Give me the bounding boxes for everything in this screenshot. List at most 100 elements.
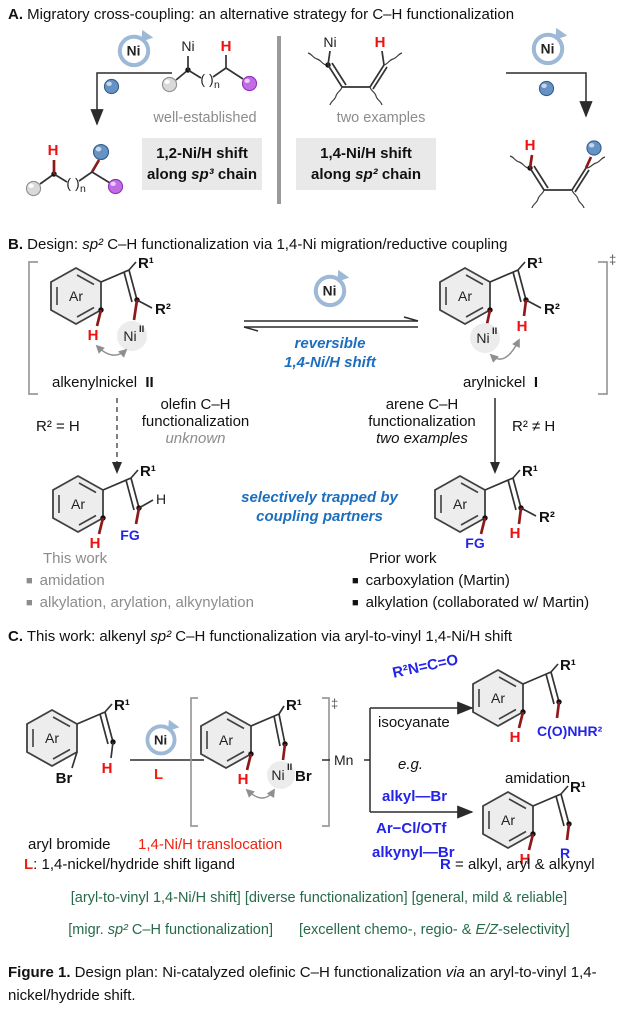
purple-ball-icon xyxy=(241,75,258,92)
label-reversible-shift: reversible 1,4-Ni/H shift xyxy=(284,335,376,371)
ni-label: Ni xyxy=(271,767,284,783)
list-item: ■alkylation, arylation, alkynylation xyxy=(26,592,254,614)
gray-ball-icon xyxy=(25,180,42,197)
structure-alkenylnickel-ii: R¹ R² H Ni II xyxy=(50,255,171,358)
ni-label: Ni xyxy=(123,328,136,344)
h-label: H xyxy=(221,38,232,55)
bracket-right: ‡ xyxy=(598,252,616,395)
transition-state-dagger: ‡ xyxy=(331,696,338,711)
blue-ball-icon xyxy=(103,78,120,95)
box-line1: 1,4-Ni/H shift xyxy=(320,145,412,162)
gray-ball-icon xyxy=(161,76,178,93)
structure-diene-product: H xyxy=(509,137,606,209)
blue-ball-icon xyxy=(92,143,110,161)
repeat-parens: ( ) xyxy=(200,71,213,87)
box-line1: 1,2-Ni/H shift xyxy=(156,145,248,162)
label-alkenylnickel: alkenylnickel II xyxy=(52,374,154,391)
r-label: R xyxy=(560,845,570,861)
condition-r2-neq-h: R² ≠ H xyxy=(512,418,556,435)
label-selectively-trapped: selectively trapped by coupling partners xyxy=(241,489,398,525)
prior-work-title: Prior work xyxy=(369,550,437,567)
label-unknown: unknown xyxy=(165,430,226,447)
list-this-work: This work ■amidation ■alkylation, arylat… xyxy=(26,548,254,614)
label-arene-functionalization: arene C–H functionalization two examples xyxy=(352,396,492,447)
aryl-ring xyxy=(200,711,252,769)
panel-a-title: A. Migratory cross-coupling: an alternat… xyxy=(8,6,515,23)
shift-curved-arrow xyxy=(489,338,520,363)
transition-state-dagger: ‡ xyxy=(609,252,616,267)
r2-label: R² xyxy=(539,509,555,526)
list-item: ■alkylation (collaborated w/ Martin) xyxy=(352,592,589,614)
branch-arrows: Mn xyxy=(322,701,474,819)
aryl-ring xyxy=(472,669,524,727)
reaction-arrow xyxy=(90,72,172,126)
h-label: H xyxy=(510,525,521,542)
fg-label: FG xyxy=(465,535,485,551)
ni-cycle-icon xyxy=(145,718,182,756)
ni-cycle-icon xyxy=(120,30,153,65)
panel-b-title: B. Design: sp² C–H functionalization via… xyxy=(8,236,508,253)
repeat-n: n xyxy=(80,183,86,195)
ni-oxstate-label: II xyxy=(139,324,144,335)
shift-curved-arrow xyxy=(95,344,128,358)
aryl-ring xyxy=(26,709,78,767)
h-label: H xyxy=(525,137,536,154)
aryl-ring xyxy=(439,267,491,325)
r1-label: R¹ xyxy=(570,779,586,796)
structure-product-prior-work: R¹ R² H FG xyxy=(434,463,555,551)
mn-label: Mn xyxy=(334,752,353,768)
r2-label: R² xyxy=(155,301,171,318)
structure-aryl-bromide: R¹ H Br xyxy=(26,697,130,787)
aryl-ring xyxy=(482,791,534,849)
catalyst-arrow-a-left xyxy=(90,28,172,126)
summary-line-2: [migr. sp² C–H functionalization][excell… xyxy=(68,922,570,938)
list-item: ■amidation xyxy=(26,570,254,592)
h-label: H xyxy=(48,142,59,159)
label-olefin-functionalization: olefin C–H functionalization unknown xyxy=(128,396,263,447)
r1-label: R¹ xyxy=(114,697,130,714)
label-amidation: amidation xyxy=(505,770,571,787)
condition-r2-eq-h: R² = H xyxy=(36,418,80,435)
panel-c-title: C. This work: alkenyl sp² C–H functional… xyxy=(8,628,513,645)
r2-label: R² xyxy=(544,301,560,318)
aryl-ring xyxy=(50,267,102,325)
reagent-alkynyl-br: alkynyl—Br xyxy=(372,844,455,861)
ligand-l-label: L xyxy=(154,766,164,783)
equilibrium-arrows xyxy=(243,316,419,332)
purple-ball-icon xyxy=(107,178,124,195)
label-two-examples-b: two examples xyxy=(376,430,468,447)
h-label: H xyxy=(90,535,101,552)
label-eg: e.g. xyxy=(398,756,424,773)
reaction-arrow xyxy=(506,72,593,118)
label-r-definition: R = alkyl, aryl & alkynyl xyxy=(440,856,595,873)
info-box-sp2-shift: 1,4-Ni/H shift along sp² chain xyxy=(296,138,436,190)
ni-oxstate-label: II xyxy=(492,326,497,337)
label-isocyanate: isocyanate xyxy=(378,714,450,731)
label-well-established: well-established xyxy=(153,110,257,126)
br-label: Br xyxy=(56,770,73,787)
shift-curved-arrow xyxy=(245,788,275,799)
r1-label: R¹ xyxy=(527,255,543,272)
label-ligand-definition: L: 1,4-nickel/hydride shift ligand xyxy=(24,856,235,873)
info-box-sp3-shift: 1,2-Ni/H shift along sp³ chain xyxy=(142,138,262,190)
amide-label: C(O)NHR² xyxy=(537,723,603,739)
ni-oxstate-label: II xyxy=(287,762,292,773)
reagent-isocyanate-formula: R²N=C=O xyxy=(390,651,460,682)
bullet-square-icon: ■ xyxy=(352,597,359,609)
h-label: H xyxy=(510,729,521,746)
structure-amidation-product: R¹ H C(O)NHR² xyxy=(472,657,603,746)
this-work-title: This work xyxy=(43,550,108,567)
ni-cycle-b xyxy=(308,268,352,312)
structure-diene-reactant: Ni H xyxy=(307,34,403,106)
bullet-square-icon: ■ xyxy=(26,575,33,587)
h-label: H xyxy=(375,34,386,51)
h-label: H xyxy=(238,771,249,788)
structure-sp3-chain-product: H ( ) n xyxy=(25,142,124,197)
br-label: Br xyxy=(295,768,312,785)
box-line2: along sp² chain xyxy=(310,166,422,183)
box-line2: along sp³ chain xyxy=(146,166,258,183)
h-label: H xyxy=(102,760,113,777)
repeat-parens: ( ) xyxy=(66,175,79,191)
r1-label: R¹ xyxy=(140,463,156,480)
label-aryl-bromide: aryl bromide xyxy=(28,836,111,853)
